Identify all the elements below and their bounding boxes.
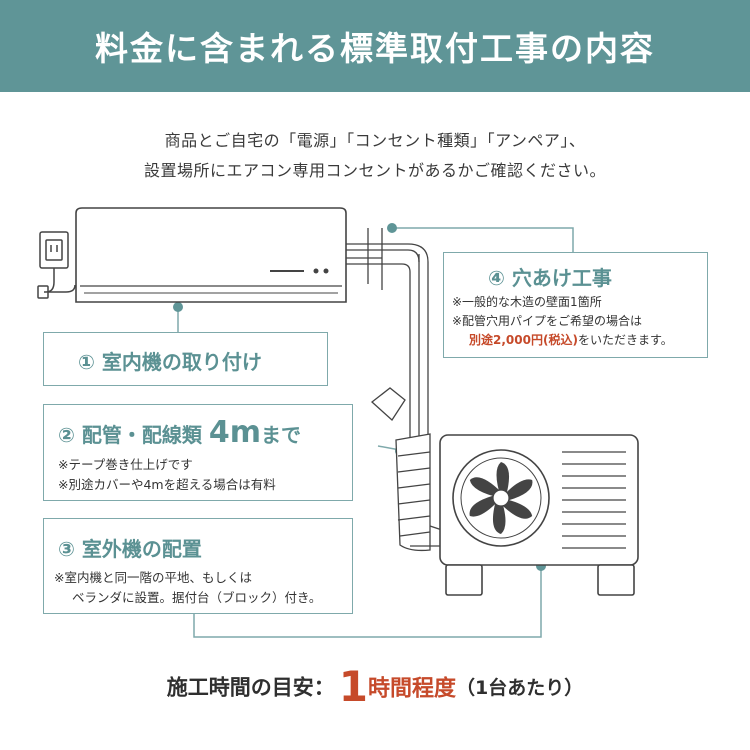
step-2-box: ② 配管・配線類 4mまで ※テープ巻き仕上げです ※別途カバーや4mを超える場… <box>43 404 353 501</box>
intro-text: 商品とご自宅の「電源」「コンセント種類」「アンペア」、 設置場所にエアコン専用コ… <box>0 126 750 186</box>
piping <box>346 228 443 552</box>
install-time-label: 施工時間の目安： <box>166 675 335 700</box>
power-outlet-icon <box>37 231 76 299</box>
step-3-box: ③ 室外機の配置 ※室内機と同一階の平地、もしくは ベランダに設置。据付台（ブロ… <box>43 518 353 614</box>
intro-line-2: 設置場所にエアコン専用コンセントがあるかご確認ください。 <box>143 161 606 180</box>
fan-icon <box>452 449 550 547</box>
step-3-title: ③ 室外機の配置 <box>58 537 202 561</box>
step-1-title: ① 室内機の取り付け <box>78 350 262 374</box>
step-4-note-1: ※一般的な木造の壁面1箇所 <box>452 295 602 309</box>
step-2-title: ② 配管・配線類 4mまで <box>58 415 301 450</box>
step-4-box: ④ 穴あけ工事 ※一般的な木造の壁面1箇所 ※配管穴用パイプをご希望の場合は 別… <box>443 252 708 358</box>
step-4-note-3: 別途2,000円(税込)をいただきます。 <box>469 330 673 350</box>
step-2-title-length: 4m <box>208 415 261 450</box>
intro-line-1: 商品とご自宅の「電源」「コンセント種類」「アンペア」、 <box>164 131 586 150</box>
indoor-unit <box>75 207 347 303</box>
step-2-note-1: ※テープ巻き仕上げです <box>58 457 193 472</box>
page-title: 料金に含まれる標準取付工事の内容 <box>95 29 655 68</box>
install-time-per-unit: （1台あたり） <box>456 677 584 699</box>
step-3-note-2: ベランダに設置。据付台（ブロック）付き。 <box>72 590 322 605</box>
header-banner: 料金に含まれる標準取付工事の内容 <box>0 0 750 92</box>
install-time: 施工時間の目安：1時間程度（1台あたり） <box>0 662 750 711</box>
step-3-note-1: ※室内機と同一階の平地、もしくは <box>54 570 252 585</box>
install-time-unit: 時間程度 <box>367 676 456 702</box>
step-2-title-suffix: まで <box>261 423 301 447</box>
step-4-title: ④ 穴あけ工事 <box>488 266 612 290</box>
step-4-note-2: ※配管穴用パイプをご希望の場合は <box>452 314 643 328</box>
step-4-extra-fee: 別途2,000円(税込) <box>469 333 578 347</box>
install-time-number: 1 <box>338 662 368 711</box>
outdoor-grille <box>562 451 626 549</box>
step-1-box: ① 室内機の取り付け <box>43 332 328 386</box>
step-2-note-2: ※別途カバーや4mを超える場合は有料 <box>58 477 276 492</box>
step-2-title-prefix: ② 配管・配線類 <box>58 423 209 447</box>
step-4-note-3-rest: をいただきます。 <box>577 333 673 347</box>
